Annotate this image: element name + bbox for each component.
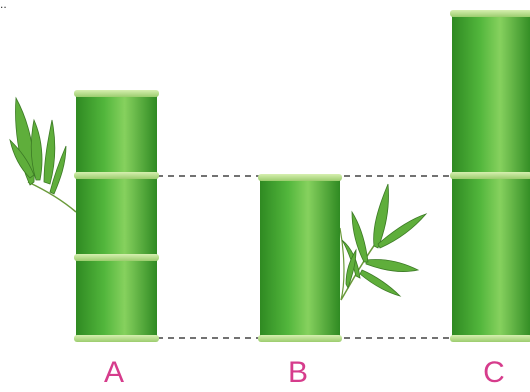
stalk-a-node-1 bbox=[74, 172, 159, 179]
label-a: A bbox=[103, 356, 125, 389]
stalk-a-node-bottom bbox=[74, 335, 159, 342]
label-c: C bbox=[483, 356, 505, 389]
stalk-c-node-top bbox=[450, 10, 530, 17]
stalk-b-body bbox=[260, 178, 340, 338]
stalk-c-node-bottom bbox=[450, 335, 530, 342]
stalk-a-body bbox=[76, 93, 157, 338]
stalk-b-node-top bbox=[258, 174, 342, 181]
label-b: B bbox=[287, 356, 309, 389]
stalk-b-node-bottom bbox=[258, 335, 342, 342]
leaf-cluster-b bbox=[339, 183, 428, 301]
bamboo-stalk-a bbox=[74, 90, 159, 342]
bamboo-stalk-b bbox=[258, 174, 342, 342]
corner-mark: .. bbox=[0, 0, 7, 11]
stalk-a-node-2 bbox=[74, 254, 159, 261]
leaf-cluster-a bbox=[9, 96, 77, 213]
bamboo-stalk-c bbox=[450, 10, 530, 342]
stalk-a-node-top bbox=[74, 90, 159, 97]
stalk-c-node-1 bbox=[450, 172, 530, 179]
